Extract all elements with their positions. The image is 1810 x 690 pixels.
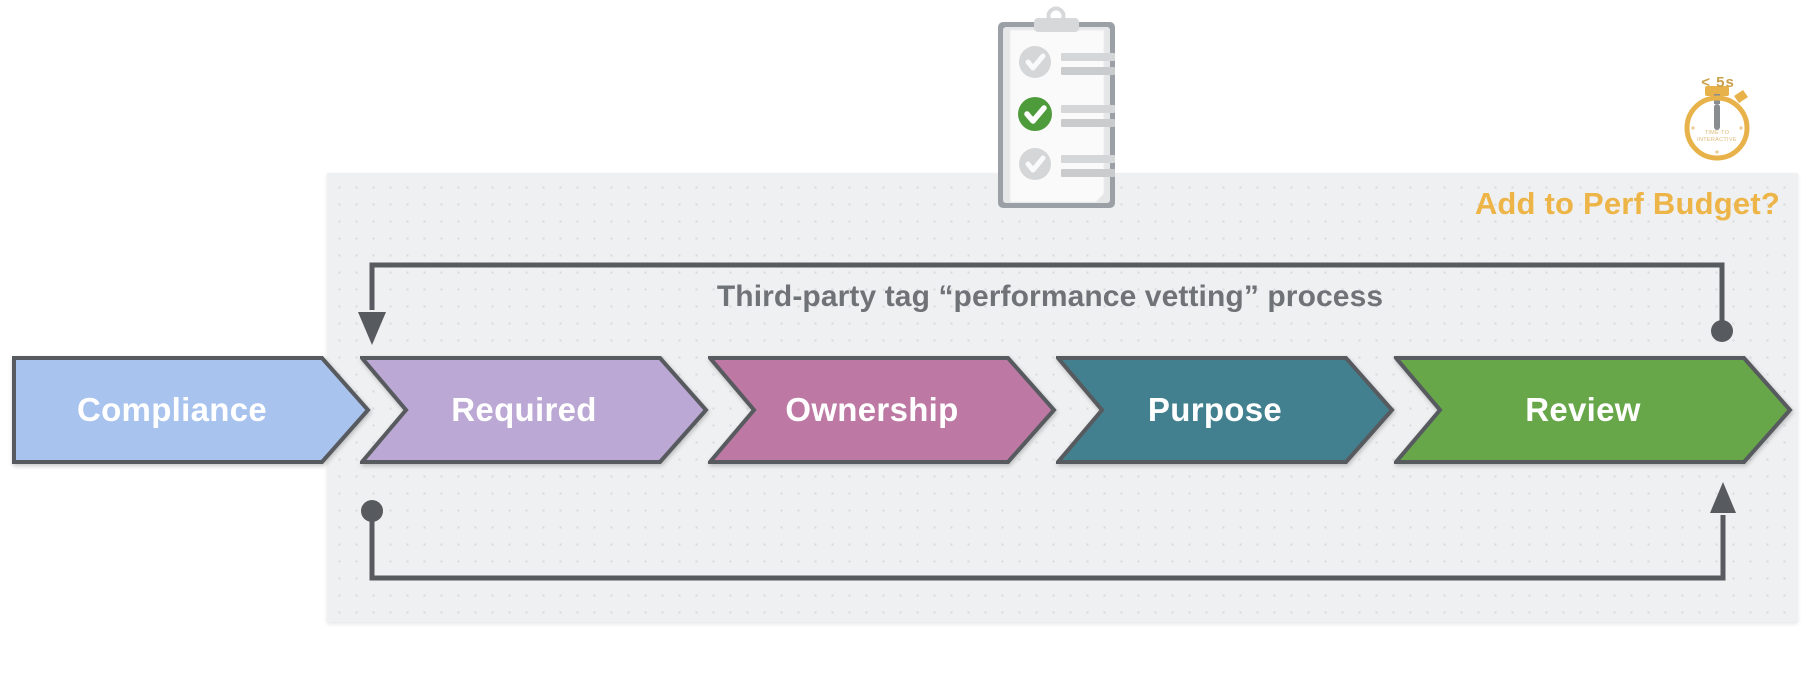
checklist-clipboard [984, 6, 1129, 221]
process-step-ownership[interactable]: Ownership [708, 355, 1058, 465]
process-step-required[interactable]: Required [360, 355, 710, 465]
stopwatch-inner-line-2: INTERACTIVE [1697, 137, 1737, 143]
stopwatch-inner-line-1: TIME-TO [1705, 130, 1730, 136]
checklist-circle-2 [1018, 97, 1052, 131]
stopwatch-caption: < 5s [1701, 74, 1735, 91]
add-to-perf-budget-label: Add to Perf Budget? [1474, 186, 1780, 221]
time-to-interactive-stopwatch: TIME-TO INTERACTIVE [1672, 70, 1762, 165]
step-label-required: Required [451, 391, 597, 428]
process-step-compliance[interactable]: Compliance [12, 355, 372, 465]
process-step-purpose[interactable]: Purpose [1056, 355, 1396, 465]
step-label-compliance: Compliance [76, 391, 268, 428]
step-label-ownership: Ownership [785, 391, 959, 428]
process-step-review[interactable]: Review [1394, 355, 1794, 465]
process-title: Third-party tag “performance vetting” pr… [716, 280, 1384, 313]
step-label-purpose: Purpose [1147, 391, 1283, 428]
step-label-review: Review [1525, 391, 1641, 428]
